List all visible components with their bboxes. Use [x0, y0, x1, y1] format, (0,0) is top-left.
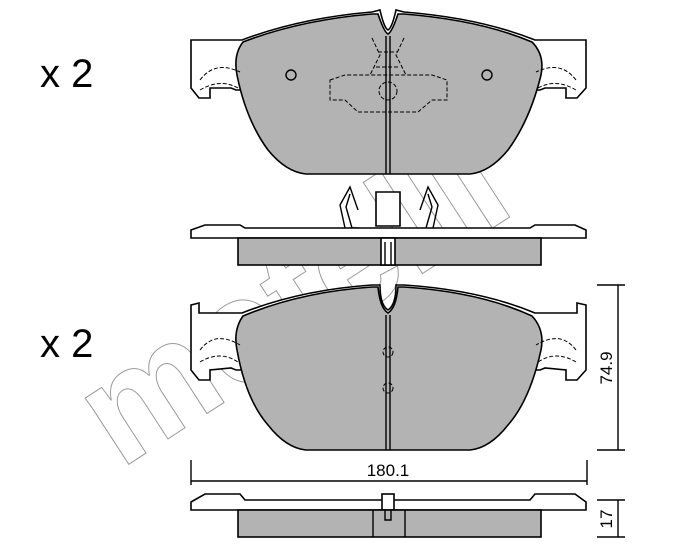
dimension-width: 180.1 [190, 460, 588, 485]
pad-front-view-top [190, 9, 587, 175]
pad-front-view-bottom [190, 284, 587, 451]
dimension-thickness-label: 17 [597, 510, 616, 529]
dimension-width-label: 180.1 [367, 461, 410, 480]
pad-side-view-bottom [190, 493, 587, 538]
quantity-label-bottom: x 2 [40, 322, 94, 366]
dimension-height: 74.9 [597, 284, 625, 451]
dimension-height-label: 74.9 [597, 351, 616, 384]
quantity-label-top: x 2 [40, 52, 94, 96]
dimension-thickness: 17 [597, 499, 625, 538]
pad-side-view-top [190, 185, 587, 266]
